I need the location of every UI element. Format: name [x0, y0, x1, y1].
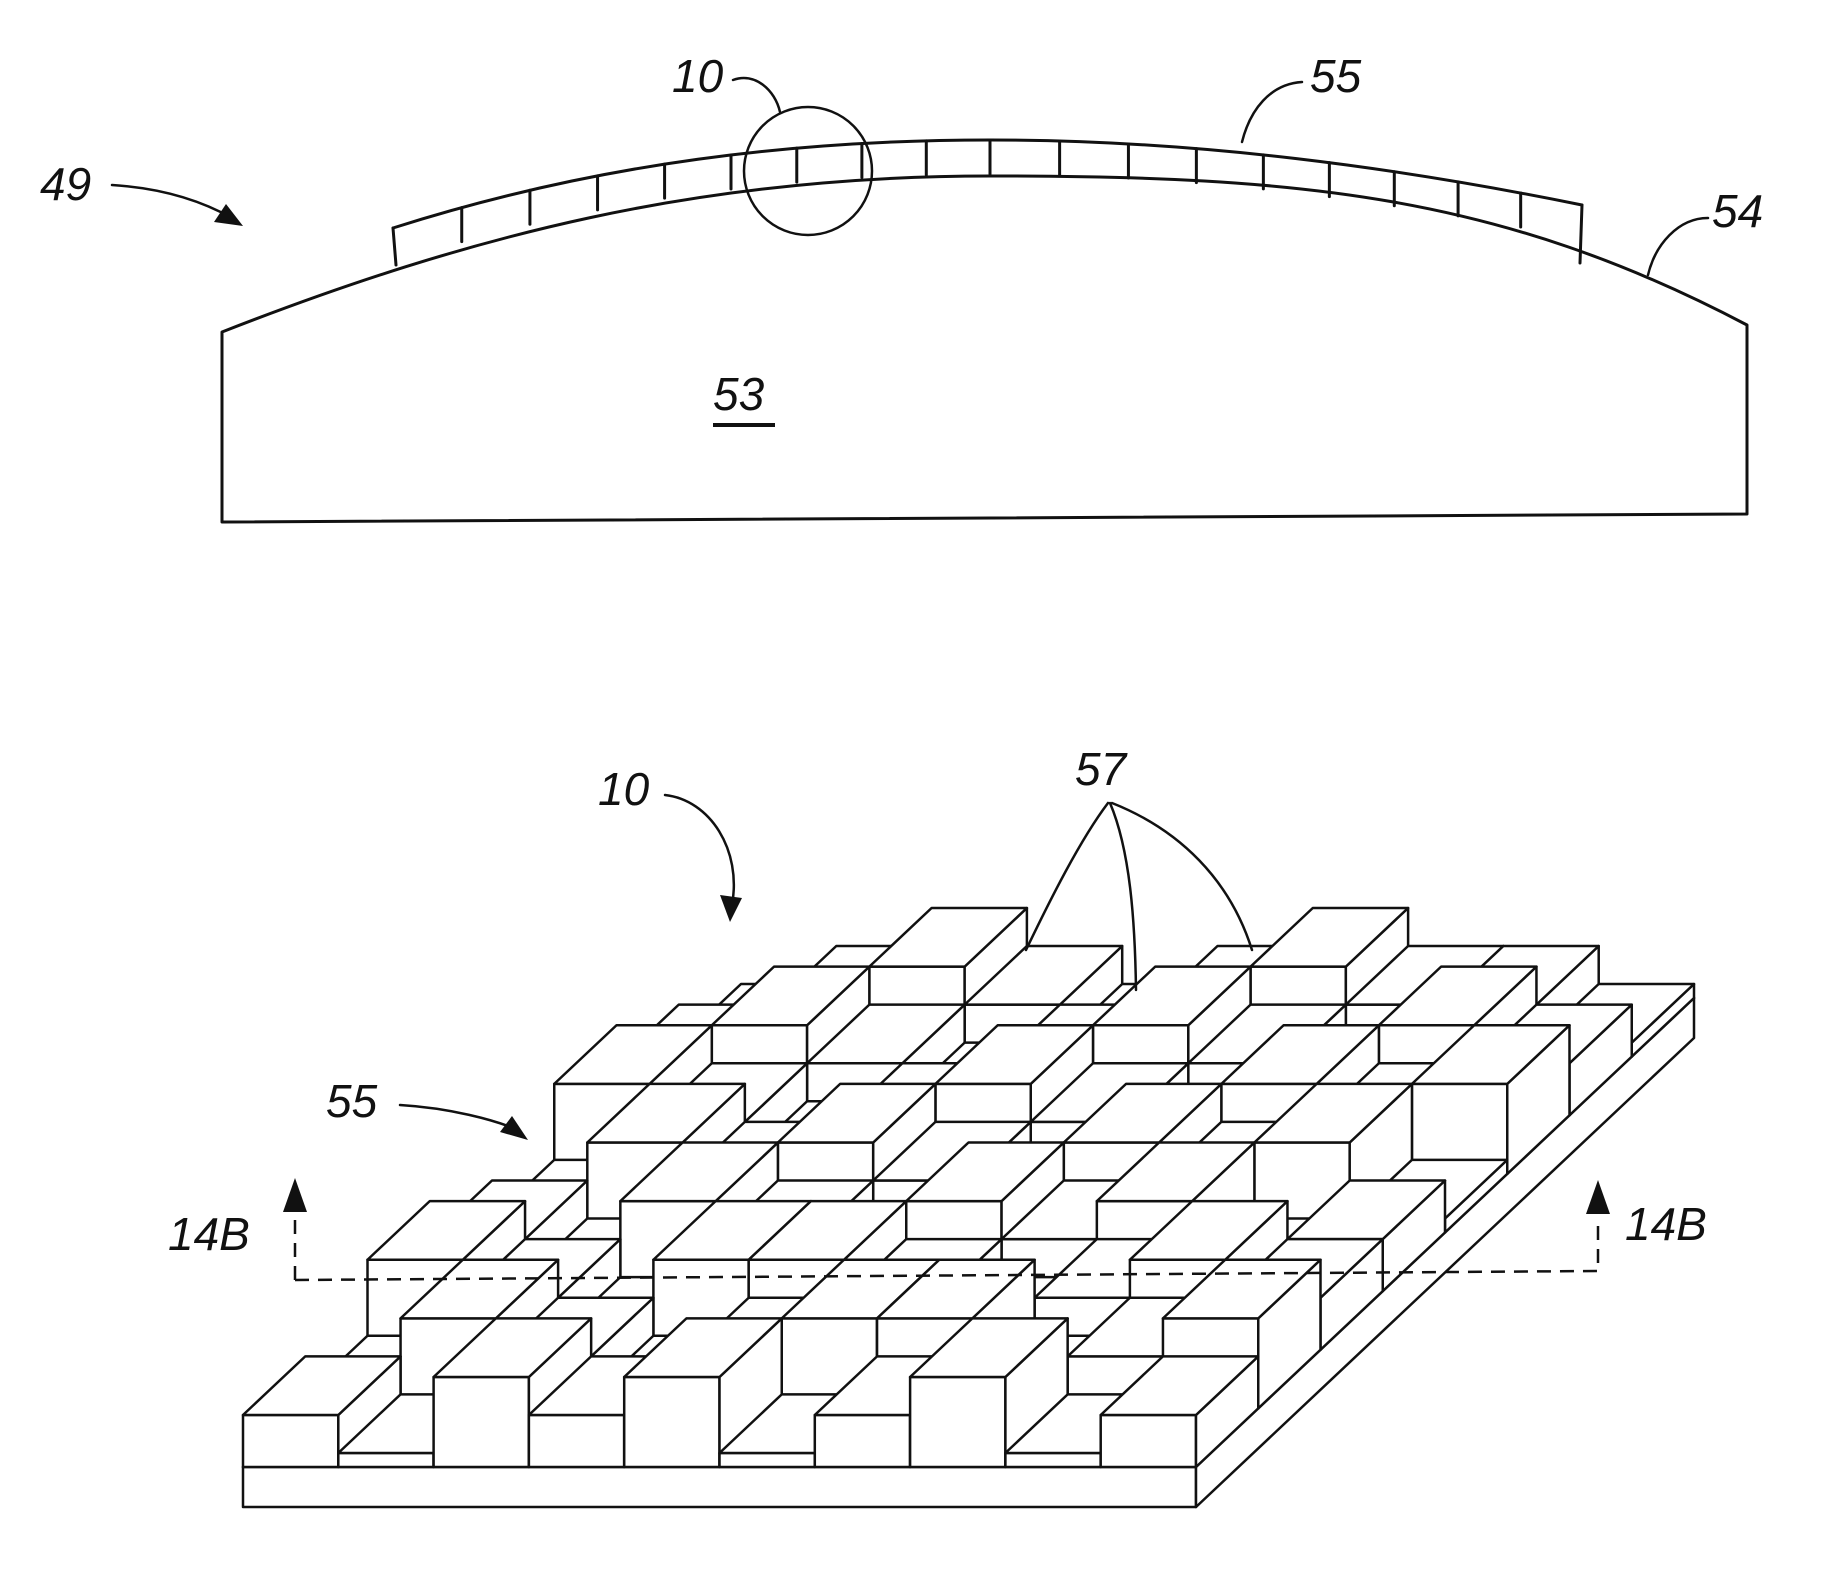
- pixel-block-face: [776, 1082, 937, 1144]
- pixel-block-face: [366, 1199, 527, 1261]
- label-section-left: 14B: [168, 1208, 250, 1260]
- assembly-arrow: [110, 183, 234, 220]
- pixel-block-face: [1410, 1024, 1571, 1086]
- pixel-block: [908, 1317, 1069, 1469]
- pixel-block: [1099, 1355, 1260, 1469]
- lens-body-assembly: 10 55 54 49 53: [40, 50, 1763, 524]
- section-arrow-right: [1586, 1180, 1610, 1214]
- pixel-block-face: [586, 1082, 747, 1144]
- detail-circle: [742, 105, 874, 237]
- pixel-block-face: [337, 1451, 435, 1469]
- pixel-block-face: [432, 1375, 531, 1469]
- detail-view-arrow: [663, 793, 735, 907]
- pixel-block-face: [813, 1413, 912, 1469]
- pixel-block-face: [710, 965, 871, 1027]
- surface-layer-detail-arrow: [398, 1103, 520, 1132]
- pixel-block-face: [934, 1024, 1095, 1086]
- pixel-block-face: [1128, 1199, 1289, 1261]
- label-detail-view: 10: [598, 763, 650, 815]
- pixel-block-array: [241, 906, 1696, 1469]
- pixel-block-face: [1161, 1258, 1322, 1320]
- pixel-block-face: [1253, 1082, 1414, 1144]
- label-curved-surface: 54: [1712, 185, 1763, 237]
- pixel-block-face: [805, 1003, 966, 1065]
- surface-layer-outer-curve: [391, 138, 1584, 230]
- label-detail-circle: 10: [672, 50, 724, 102]
- pixel-block-face: [1095, 1141, 1256, 1203]
- pixel-block-face: [963, 944, 1124, 1006]
- pixels-leader-1: [1024, 801, 1110, 952]
- detail-view-arrow-head: [720, 895, 742, 922]
- label-pixels: 57: [1075, 743, 1128, 795]
- label-surface-layer-detail: 55: [326, 1075, 378, 1127]
- pixel-block-face: [908, 1317, 1069, 1379]
- pixel-block-face: [718, 1451, 817, 1469]
- surface-layer-left-end: [391, 226, 398, 267]
- pixel-block: [1410, 1024, 1571, 1176]
- pixel-block: [622, 1317, 783, 1469]
- section-line: [293, 1218, 1600, 1282]
- pixel-block-face: [1220, 1024, 1381, 1086]
- surface-layer-detail-arrow-head: [500, 1116, 528, 1140]
- pixel-block-face: [527, 1413, 626, 1469]
- pixel-block-face: [1377, 965, 1538, 1027]
- pixel-block-face: [622, 1317, 783, 1379]
- pixel-block-face: [905, 1141, 1066, 1203]
- pixel-block-face: [622, 1375, 721, 1469]
- pixel-block-face: [868, 906, 1029, 968]
- label-body: 53: [713, 368, 765, 420]
- section-arrow-left: [283, 1178, 307, 1212]
- label-section-right: 14B: [1625, 1198, 1707, 1250]
- detail-circle-leader: [731, 77, 782, 114]
- pixel-block-face: [1091, 965, 1252, 1027]
- pixel-block-face: [747, 1199, 908, 1261]
- pixel-block-face: [1062, 1082, 1223, 1144]
- assembly-arrow-head: [214, 204, 243, 226]
- pixel-block-face: [432, 1317, 593, 1379]
- body-outline: [220, 174, 1749, 524]
- pixels-leader-3: [1110, 801, 1254, 952]
- pixel-block-face: [241, 1355, 402, 1417]
- surface-layer-leader: [1240, 80, 1304, 144]
- label-surface-layer-top: 55: [1310, 50, 1362, 102]
- pixel-block-face: [241, 1413, 340, 1469]
- pixel-block-face: [1249, 906, 1410, 968]
- pixel-block-face: [1004, 1451, 1102, 1469]
- label-assembly: 49: [40, 158, 91, 210]
- surface-layer-right-end: [1578, 203, 1584, 265]
- pixel-block-face: [1099, 1413, 1198, 1469]
- pixel-block-face: [619, 1141, 780, 1203]
- pixel-relief-detail: 10 57 55 14B 14B: [168, 743, 1707, 1509]
- pixels-leader-2: [1108, 801, 1138, 992]
- pixel-block-face: [1099, 1355, 1260, 1417]
- pixel-block-face: [553, 1024, 714, 1086]
- surface-layer-segment-dividers: [460, 138, 1523, 244]
- pixel-block-face: [908, 1375, 1007, 1469]
- base-plate-front: [241, 1465, 1198, 1509]
- curved-surface-leader: [1646, 216, 1710, 277]
